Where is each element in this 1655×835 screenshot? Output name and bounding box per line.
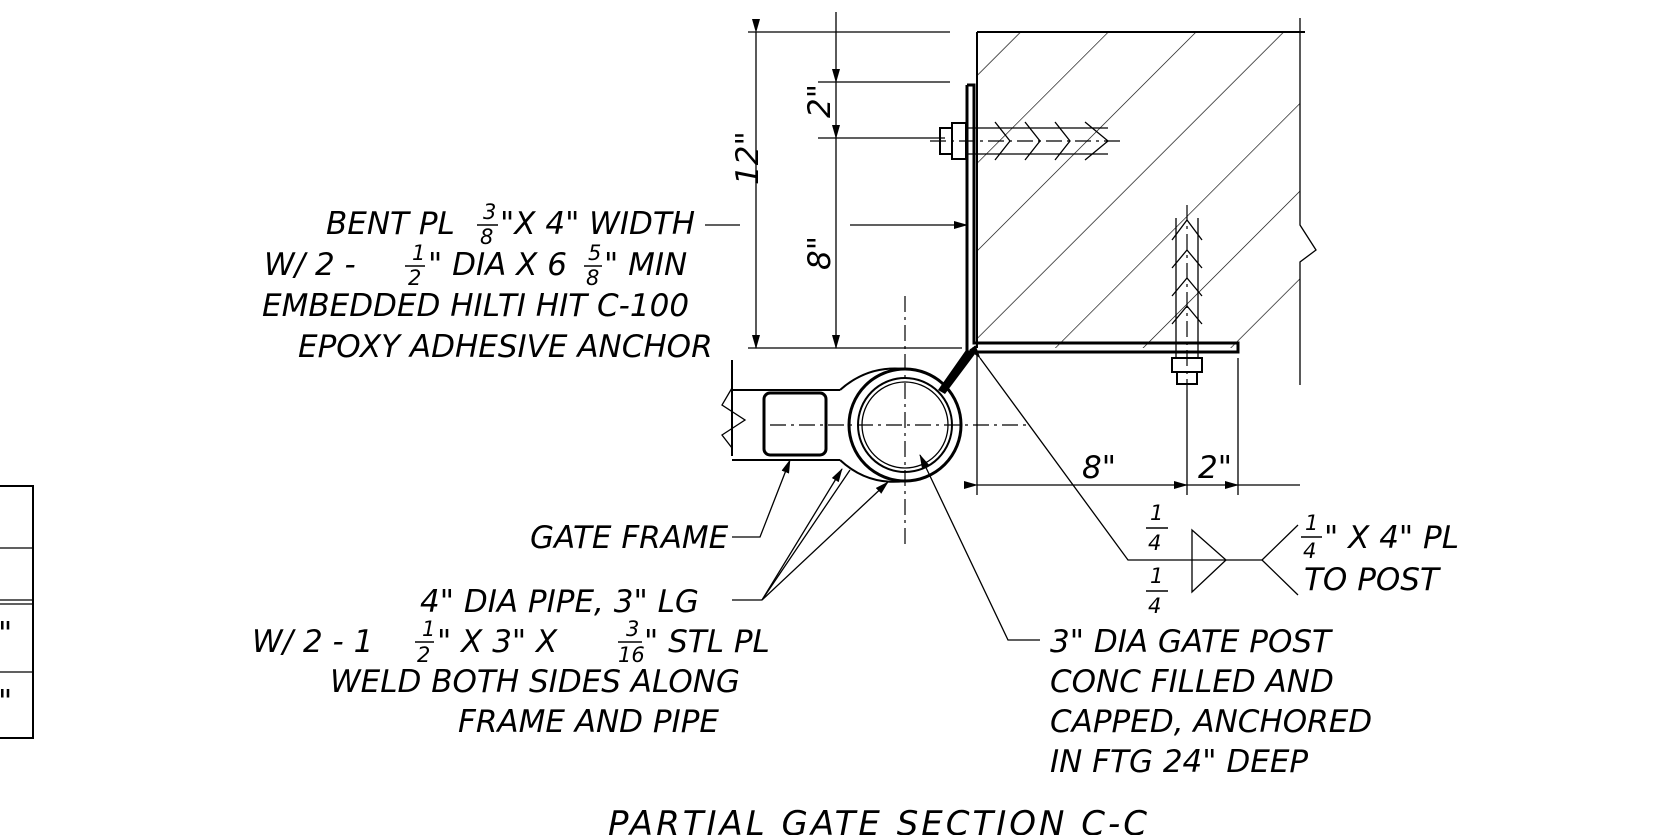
post-note: 3" DIA GATE POST CONC FILLED AND CAPPED,… [919,454,1372,780]
bent-plate-line2-c: " MIN [604,247,687,283]
dim-8in-vertical: 8" [802,236,838,270]
pipe-frac2-num: 3 [626,617,639,641]
pipe-frac1-num: 1 [422,617,435,641]
weld-top-num: 1 [1150,501,1163,525]
weld-symbol: 1 4 1 4 1 4 " X 4" PL TO POST [969,345,1459,618]
weld-bot-num: 1 [1150,564,1163,588]
bent-plate-note: BENT PL 3 8 "X 4" WIDTH W/ 2 - 1 2 " DIA… [262,200,740,365]
vertical-dimensions [748,12,968,349]
pipe-frac1-den: 2 [417,643,430,667]
dim-2in-horizontal: 2" [1198,450,1232,486]
weld-bot-den: 4 [1148,594,1161,618]
weld-note-line1: " X 4" PL [1324,520,1459,556]
pipe-note-line2-c: " STL PL [644,624,770,660]
post-note-line2: CONC FILLED AND [1050,664,1334,700]
bent-plate-line3: EMBEDDED HILTI HIT C-100 [262,288,689,324]
drawing-title: PARTIAL GATE SECTION C-C [608,804,1150,835]
upper-epoxy-anchor [930,121,1120,161]
side-table-fragment: " " [0,485,34,739]
horizontal-dimensions [964,355,1300,495]
side-table-mark-2: " [0,684,12,720]
dim-12in: 12" [730,131,766,185]
bent-plate-frac2-den: 2 [408,266,421,290]
side-table-mark-1: " [0,616,12,652]
pipe-note-line1: 4" DIA PIPE, 3" LG [420,584,699,620]
lower-epoxy-anchor [1171,205,1203,390]
bent-plate-frac3-den: 8 [586,266,599,290]
dim-8in-horizontal: 8" [1082,450,1116,486]
post-note-line1: 3" DIA GATE POST [1050,624,1333,660]
bent-plate-frac1-num: 3 [483,200,496,224]
gate-frame-label: GATE FRAME [530,520,729,556]
weld-note-line2: TO POST [1304,562,1441,598]
pipe-note-line4: FRAME AND PIPE [458,704,719,740]
concrete-wall [976,18,1317,385]
bent-plate-line2-a: W/ 2 - [264,247,356,283]
bent-plate-line2-b: " DIA X 6 [428,247,567,283]
bent-plate-line4: EPOXY ADHESIVE ANCHOR [298,329,713,365]
pipe-note-line2-b: " X 3" X [437,624,558,660]
gate-frame-note: GATE FRAME [530,459,791,556]
pipe-frac2-den: 16 [618,643,645,667]
bent-plate-frac2-num: 1 [412,241,425,265]
pipe-note-line2-a: W/ 2 - 1 [252,624,373,660]
bent-plate-line1-a: BENT PL [326,206,455,242]
post-note-line3: CAPPED, ANCHORED [1050,704,1372,740]
dim-2in-vertical: 2" [802,84,838,118]
weld-note-num: 1 [1305,511,1318,535]
pipe-note-line3: WELD BOTH SIDES ALONG [330,664,740,700]
pipe-note: 4" DIA PIPE, 3" LG W/ 2 - 1 1 2 " X 3" X… [252,468,889,740]
bent-plate-frac3-num: 5 [588,241,601,265]
bent-plate-line1-b: "X 4" WIDTH [500,206,695,242]
weld-note-den: 4 [1303,539,1316,563]
weld-top-den: 4 [1148,531,1161,555]
post-note-line4: IN FTG 24" DEEP [1050,744,1308,780]
bent-plate-frac1-den: 8 [480,225,493,249]
